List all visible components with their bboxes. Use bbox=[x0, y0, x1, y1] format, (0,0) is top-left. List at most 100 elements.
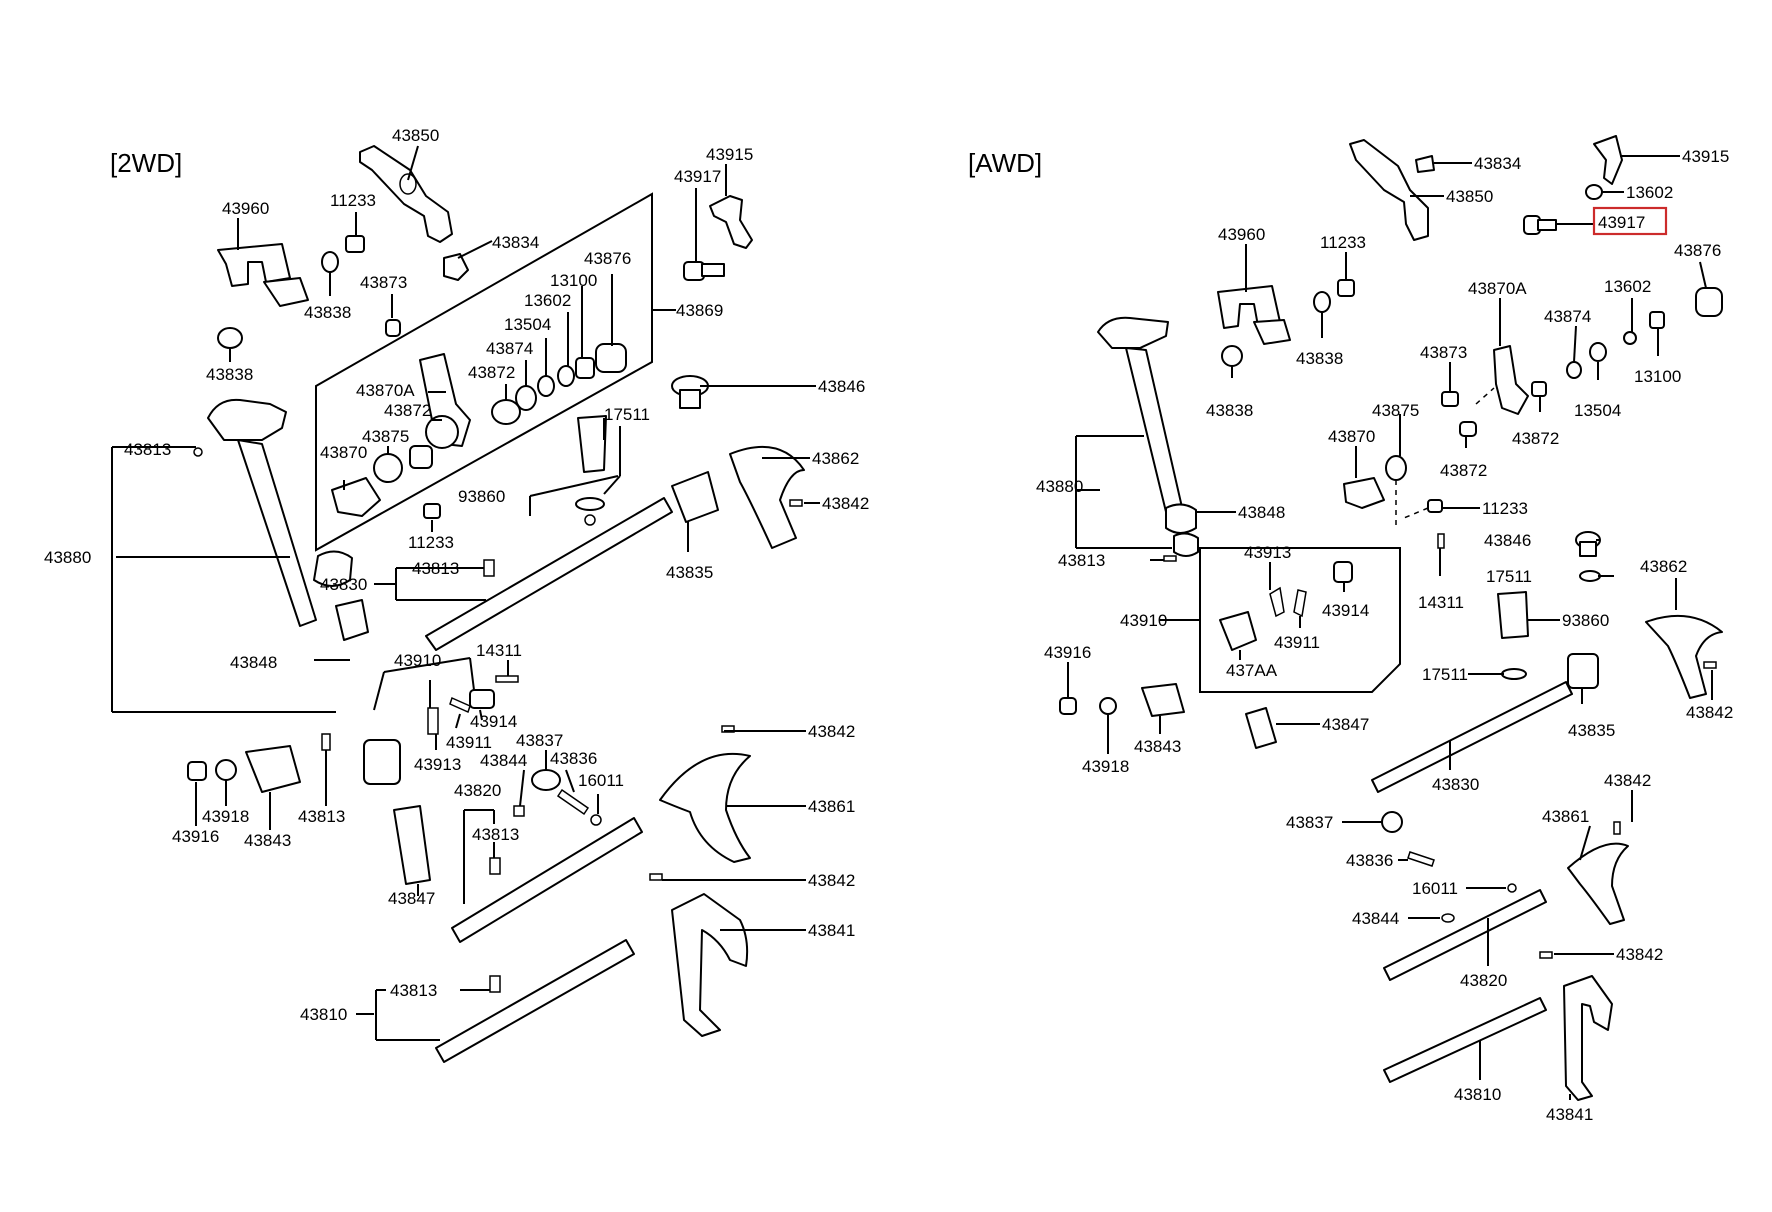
left-leader-lines bbox=[111, 145, 820, 1041]
part-awd-43870 bbox=[1343, 477, 1385, 509]
part-93860-switch bbox=[577, 415, 607, 473]
part-awd-13100 bbox=[1649, 311, 1665, 329]
part-awd-43876 bbox=[1695, 287, 1723, 317]
part-awd-43872-a bbox=[1531, 381, 1547, 397]
callout-43861: 43861 bbox=[808, 797, 855, 816]
callout-awd-43872-a: 43872 bbox=[1512, 429, 1559, 448]
callout-13100: 13100 bbox=[550, 271, 597, 290]
callout-43846: 43846 bbox=[818, 377, 865, 396]
callout-43842-b: 43842 bbox=[808, 722, 855, 741]
part-awd-43915 bbox=[1593, 135, 1623, 185]
callout-awd-43918: 43918 bbox=[1082, 757, 1129, 776]
callout-11233: 11233 bbox=[330, 191, 376, 210]
callout-43813-d: 43813 bbox=[472, 825, 519, 844]
part-43820-rail bbox=[451, 817, 643, 943]
part-awd-43813-pin bbox=[1163, 555, 1177, 562]
left-labels: 43850 43915 43917 43960 11233 43834 4387… bbox=[44, 126, 869, 1024]
part-awd-43916 bbox=[1059, 697, 1077, 715]
part-awd-43836 bbox=[1407, 851, 1435, 867]
callout-awd-43875: 43875 bbox=[1372, 401, 1419, 420]
callout-awd-43910: 43910 bbox=[1120, 611, 1167, 630]
callout-awd-43870: 43870 bbox=[1328, 427, 1375, 446]
callout-43847: 43847 bbox=[388, 889, 435, 908]
highlight-43917-box bbox=[1592, 206, 1668, 236]
part-awd-43917-shank bbox=[1537, 219, 1557, 231]
part-43843-housing bbox=[245, 745, 301, 793]
part-awd-14311 bbox=[1437, 533, 1445, 549]
part-16011-ball bbox=[590, 814, 602, 826]
part-43916-plug bbox=[187, 761, 207, 781]
callout-awd-43873: 43873 bbox=[1420, 343, 1467, 362]
part-awd-43873 bbox=[1441, 391, 1459, 407]
callout-awd-43870A: 43870A bbox=[1468, 279, 1527, 298]
callout-awd-43842-a: 43842 bbox=[1686, 703, 1733, 722]
part-43838-washer-top bbox=[321, 251, 339, 273]
part-11233-head bbox=[345, 235, 365, 253]
callout-awd-43872-b: 43872 bbox=[1440, 461, 1487, 480]
callout-awd-11233-a: 11233 bbox=[1320, 233, 1366, 252]
callout-43918: 43918 bbox=[202, 807, 249, 826]
part-43850-hub bbox=[399, 173, 417, 195]
part-43873-pin bbox=[385, 319, 401, 337]
part-14311-pin bbox=[495, 675, 519, 683]
callout-43872-b: 43872 bbox=[384, 401, 431, 420]
right-leader-lines bbox=[1067, 155, 1713, 1100]
callout-43910: 43910 bbox=[394, 651, 441, 670]
right-labels: 43834 43915 43850 13602 43917 43960 1123… bbox=[1036, 147, 1733, 1124]
part-43862-fork bbox=[729, 445, 805, 549]
part-43846-body bbox=[679, 389, 701, 409]
part-awd-43841 bbox=[1563, 975, 1613, 1101]
callout-awd-43842-b: 43842 bbox=[1604, 771, 1651, 790]
callout-43848: 43848 bbox=[230, 653, 277, 672]
callout-awd-43844: 43844 bbox=[1352, 909, 1399, 928]
part-43914-bolt bbox=[469, 689, 495, 709]
callout-awd-43830: 43830 bbox=[1432, 775, 1479, 794]
callout-43850: 43850 bbox=[392, 126, 439, 145]
callout-43874: 43874 bbox=[486, 339, 533, 358]
part-43836-spring bbox=[556, 788, 590, 816]
part-43911-spring bbox=[449, 696, 471, 714]
callout-awd-437AA: 437AA bbox=[1226, 661, 1278, 680]
part-43810-rail bbox=[435, 939, 635, 1063]
callout-awd-43913: 43913 bbox=[1244, 543, 1291, 562]
callout-awd-43916: 43916 bbox=[1044, 643, 1091, 662]
left-parts-artwork bbox=[187, 145, 805, 1063]
section-title-awd: [AWD] bbox=[968, 148, 1042, 178]
part-43847-spring bbox=[393, 805, 431, 885]
part-awd-43838-a bbox=[1313, 291, 1331, 313]
part-awd-437AA bbox=[1219, 611, 1257, 651]
part-43960-clip bbox=[217, 243, 291, 287]
part-43842-pin-c bbox=[649, 873, 663, 881]
callout-43835: 43835 bbox=[666, 563, 713, 582]
callout-43813-e: 43813 bbox=[390, 981, 437, 1000]
callout-43813-b: 43813 bbox=[412, 559, 459, 578]
callout-43870A: 43870A bbox=[356, 381, 415, 400]
callout-awd-43861: 43861 bbox=[1542, 807, 1589, 826]
part-awd-43875 bbox=[1385, 455, 1407, 481]
callout-awd-43960: 43960 bbox=[1218, 225, 1265, 244]
part-43830-rail bbox=[425, 497, 673, 651]
part-awd-43844 bbox=[1441, 913, 1455, 923]
callout-awd-17511-a: 17511 bbox=[1486, 567, 1532, 586]
part-awd-43842-c bbox=[1539, 951, 1553, 959]
callout-awd-13100: 13100 bbox=[1634, 367, 1681, 386]
callout-awd-17511-b: 17511 bbox=[1422, 665, 1468, 684]
part-awd-43862 bbox=[1645, 614, 1723, 699]
callout-13504: 13504 bbox=[504, 315, 551, 334]
part-43813-pin-e bbox=[489, 975, 501, 993]
callout-awd-43836: 43836 bbox=[1346, 851, 1393, 870]
part-43834-block bbox=[443, 253, 469, 281]
part-awd-43843 bbox=[1141, 683, 1185, 717]
section-title-2wd: [2WD] bbox=[110, 148, 182, 178]
callout-awd-43917: 43917 bbox=[1598, 213, 1645, 232]
part-awd-43842-a bbox=[1703, 661, 1717, 669]
part-43844-pin bbox=[513, 805, 525, 817]
callout-43872-a: 43872 bbox=[468, 363, 515, 382]
part-43870-lever bbox=[331, 477, 381, 517]
callout-awd-43880: 43880 bbox=[1036, 477, 1083, 496]
callout-11233-b: 11233 bbox=[408, 533, 454, 552]
callout-awd-43842-c: 43842 bbox=[1616, 945, 1663, 964]
callout-awd-43810: 43810 bbox=[1454, 1085, 1501, 1104]
callout-43876: 43876 bbox=[584, 249, 631, 268]
callout-43875: 43875 bbox=[362, 427, 409, 446]
